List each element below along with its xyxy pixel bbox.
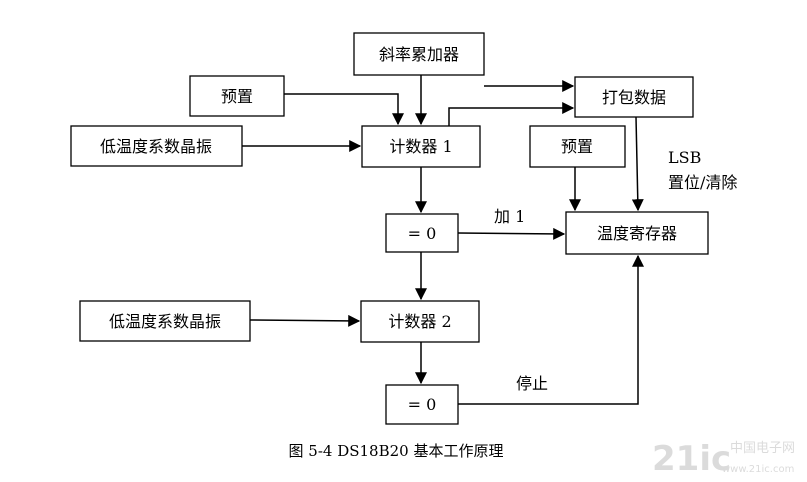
low-temp-osc-2-box: 低温度系数晶振 [79, 300, 251, 342]
arrow-eqzero2-to-register [458, 254, 644, 405]
pack-data-box: 打包数据 [574, 76, 694, 118]
set-clear-label: 置位/清除 [668, 173, 737, 192]
lsb-label: LSB [668, 148, 701, 167]
counter-1-box: 计数器 1 [361, 125, 481, 168]
arrow-preset-to-counter1 [284, 93, 404, 126]
counter-1-label: 计数器 1 [389, 137, 452, 156]
temp-register-label: 温度寄存器 [597, 224, 677, 243]
slope-accumulator-box: 斜率累加器 [353, 32, 485, 76]
figure-caption: 图 5-4 DS18B20 基本工作原理 [289, 442, 504, 460]
eq-zero-2-label: = 0 [408, 395, 437, 414]
watermark-logo: 21ic 中国电子网 www.21ic.com [652, 439, 795, 479]
watermark-url-text: www.21ic.com [722, 464, 794, 475]
eq-zero-1-label: = 0 [408, 224, 437, 243]
preset-right-label: 预置 [561, 137, 593, 156]
arrow-counter1-to-pack [448, 102, 575, 126]
preset-top-box: 预置 [189, 75, 285, 117]
watermark-logo-text: 21ic [652, 439, 731, 479]
add-one-label: 加 1 [494, 207, 525, 226]
preset-right-box: 预置 [529, 125, 626, 168]
watermark-cn-text: 中国电子网 [730, 441, 795, 456]
preset-top-label: 预置 [221, 87, 253, 106]
low-temp-osc-1-label: 低温度系数晶振 [100, 137, 212, 156]
low-temp-osc-2-label: 低温度系数晶振 [109, 312, 221, 331]
counter-2-label: 计数器 2 [388, 312, 451, 331]
arrow-pack-to-register [631, 116, 644, 212]
eq-zero-2-box: = 0 [385, 384, 459, 425]
arrow-osc2-to-counter2 [249, 314, 361, 327]
counter-2-box: 计数器 2 [360, 300, 480, 343]
eq-zero-1-box: = 0 [385, 213, 459, 253]
pack-data-label: 打包数据 [602, 88, 666, 107]
arrow-eqzero1-to-register [457, 227, 566, 240]
stop-label: 停止 [516, 374, 548, 393]
temp-register-box: 温度寄存器 [565, 211, 709, 255]
slope-accumulator-label: 斜率累加器 [379, 45, 459, 64]
low-temp-osc-1-box: 低温度系数晶振 [70, 125, 243, 167]
